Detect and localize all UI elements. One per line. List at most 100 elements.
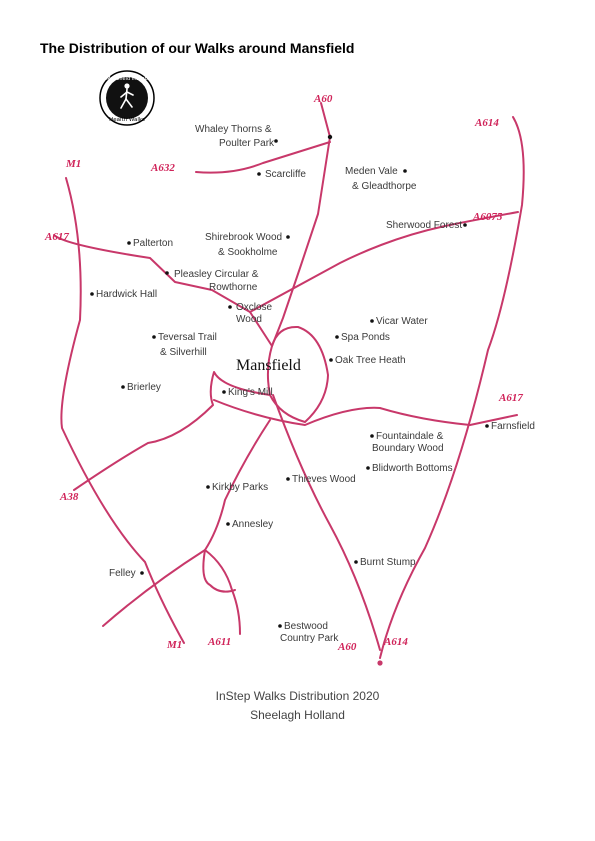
walk-label-line: Felley bbox=[109, 568, 136, 579]
walk-label-line: Wood bbox=[236, 314, 262, 325]
walk-dot bbox=[257, 172, 261, 176]
a60-end-dot bbox=[377, 660, 383, 666]
walk-label-line: Spa Ponds bbox=[341, 332, 390, 343]
road-a611 bbox=[102, 419, 271, 627]
walk-markers bbox=[90, 139, 489, 628]
walk-labels: Whaley Thorns & Poulter Park Scarcliffe M… bbox=[96, 124, 535, 644]
walk-label-line: Sherwood Forest bbox=[386, 220, 462, 231]
walk-dot bbox=[121, 385, 125, 389]
walk-label: Kirkby Parks bbox=[212, 482, 268, 493]
road-a614 bbox=[379, 116, 525, 659]
page-title: The Distribution of our Walks around Man… bbox=[40, 40, 355, 56]
logo-top-text: Mansfield InStep bbox=[106, 76, 148, 82]
walk-label: Sherwood Forest bbox=[386, 220, 462, 231]
walk-label-line: Burnt Stump bbox=[360, 557, 416, 568]
road-network bbox=[53, 102, 525, 659]
walk-label: Hardwick Hall bbox=[96, 289, 157, 300]
walk-label-line: & Silverhill bbox=[160, 347, 207, 358]
road-label-a611: A611 bbox=[207, 636, 231, 648]
walk-label-line: Poulter Park bbox=[219, 138, 275, 149]
walk-label-line: Meden Vale bbox=[345, 166, 398, 177]
walk-label-line: King's Mill bbox=[228, 387, 273, 398]
walk-dot bbox=[403, 169, 407, 173]
walk-label-line: Scarcliffe bbox=[265, 169, 306, 180]
walk-label: Fountaindale &Boundary Wood bbox=[372, 431, 444, 454]
walk-label-line: Oxclose bbox=[236, 302, 273, 313]
walk-label-line: Fountaindale & bbox=[376, 431, 444, 442]
walk-dot bbox=[286, 477, 290, 481]
walk-label-line: Vicar Water bbox=[376, 316, 428, 327]
walk-label-line: Brierley bbox=[127, 382, 161, 393]
walk-label-line: & Gleadthorpe bbox=[352, 181, 417, 192]
road-label-a617-left: A617 bbox=[44, 231, 69, 243]
road-a632 bbox=[195, 141, 331, 174]
walk-dot bbox=[354, 560, 358, 564]
walk-dot bbox=[370, 319, 374, 323]
road-label-a632: A632 bbox=[150, 162, 175, 174]
walk-label-line: Whaley Thorns & bbox=[195, 124, 272, 135]
instep-logo: Mansfield InStep Health Walks bbox=[99, 70, 155, 126]
walk-dot bbox=[222, 390, 226, 394]
road-label-a614-top: A614 bbox=[474, 117, 499, 129]
walk-label-line: Blidworth Bottoms bbox=[372, 463, 453, 474]
walk-label-line: Shirebrook Wood bbox=[205, 232, 282, 243]
road-ring bbox=[266, 325, 329, 423]
walk-dot bbox=[278, 624, 282, 628]
road-a60-north bbox=[271, 102, 331, 347]
walk-label: Annesley bbox=[232, 519, 273, 530]
road-m1 bbox=[60, 177, 185, 644]
walk-dot bbox=[228, 305, 232, 309]
road-a6075 bbox=[249, 211, 519, 313]
town-label: Mansfield bbox=[236, 357, 301, 374]
road-label-a6075: A6075 bbox=[472, 211, 503, 223]
walk-dot bbox=[463, 223, 467, 227]
road-label-a38: A38 bbox=[59, 491, 79, 503]
walk-label-line: Teversal Trail bbox=[158, 332, 217, 343]
walk-label-line: Bestwood bbox=[284, 621, 328, 632]
road-label-a60-bottom: A60 bbox=[337, 641, 357, 653]
walk-label-line: Farnsfield bbox=[491, 421, 535, 432]
walk-label-line: Palterton bbox=[133, 238, 173, 249]
walk-label-line: Boundary Wood bbox=[372, 443, 444, 454]
road-a38-link bbox=[73, 371, 271, 491]
walk-dot bbox=[370, 434, 374, 438]
logo-bottom-text: Health Walks bbox=[109, 117, 145, 123]
road-a611-loop bbox=[202, 549, 236, 593]
walk-dot bbox=[274, 139, 278, 143]
road-label-m1-bottom: M1 bbox=[166, 639, 182, 651]
walk-dot bbox=[366, 466, 370, 470]
a60-junction-dot bbox=[327, 134, 333, 140]
road-labels: A60 A614 M1 A632 A617 A6075 A617 A38 M1 … bbox=[44, 93, 523, 653]
walk-label-line: Hardwick Hall bbox=[96, 289, 157, 300]
road-label-a60-top: A60 bbox=[313, 93, 333, 105]
walk-label: Brierley bbox=[127, 382, 161, 393]
walk-label: Spa Ponds bbox=[341, 332, 390, 343]
road-a617-west bbox=[53, 234, 273, 347]
walk-dot bbox=[127, 241, 131, 245]
walk-dot bbox=[286, 235, 290, 239]
walk-dot bbox=[152, 335, 156, 339]
walk-label: Pleasley Circular &Rowthorne bbox=[174, 269, 259, 293]
walk-label-line: Rowthorne bbox=[209, 282, 258, 293]
footer-caption: InStep Walks Distribution 2020 bbox=[215, 689, 380, 703]
walk-dot bbox=[226, 522, 230, 526]
road-a617-east bbox=[213, 399, 518, 426]
walk-label: Palterton bbox=[133, 238, 173, 249]
road-label-a614-bottom: A614 bbox=[383, 636, 408, 648]
road-label-a617-right: A617 bbox=[498, 392, 523, 404]
footer-author: Sheelagh Holland bbox=[250, 708, 345, 722]
walk-dot bbox=[329, 358, 333, 362]
walk-label: Burnt Stump bbox=[360, 557, 416, 568]
walk-label-line: Kirkby Parks bbox=[212, 482, 268, 493]
walk-label: King's Mill bbox=[228, 387, 273, 398]
walk-dot bbox=[90, 292, 94, 296]
walk-dot bbox=[165, 271, 169, 275]
walk-label-line: & Sookholme bbox=[218, 247, 278, 258]
walk-label-line: Annesley bbox=[232, 519, 273, 530]
walker-icon bbox=[120, 83, 134, 109]
walk-label-line: Oak Tree Heath bbox=[335, 355, 406, 366]
walk-label: Vicar Water bbox=[376, 316, 428, 327]
